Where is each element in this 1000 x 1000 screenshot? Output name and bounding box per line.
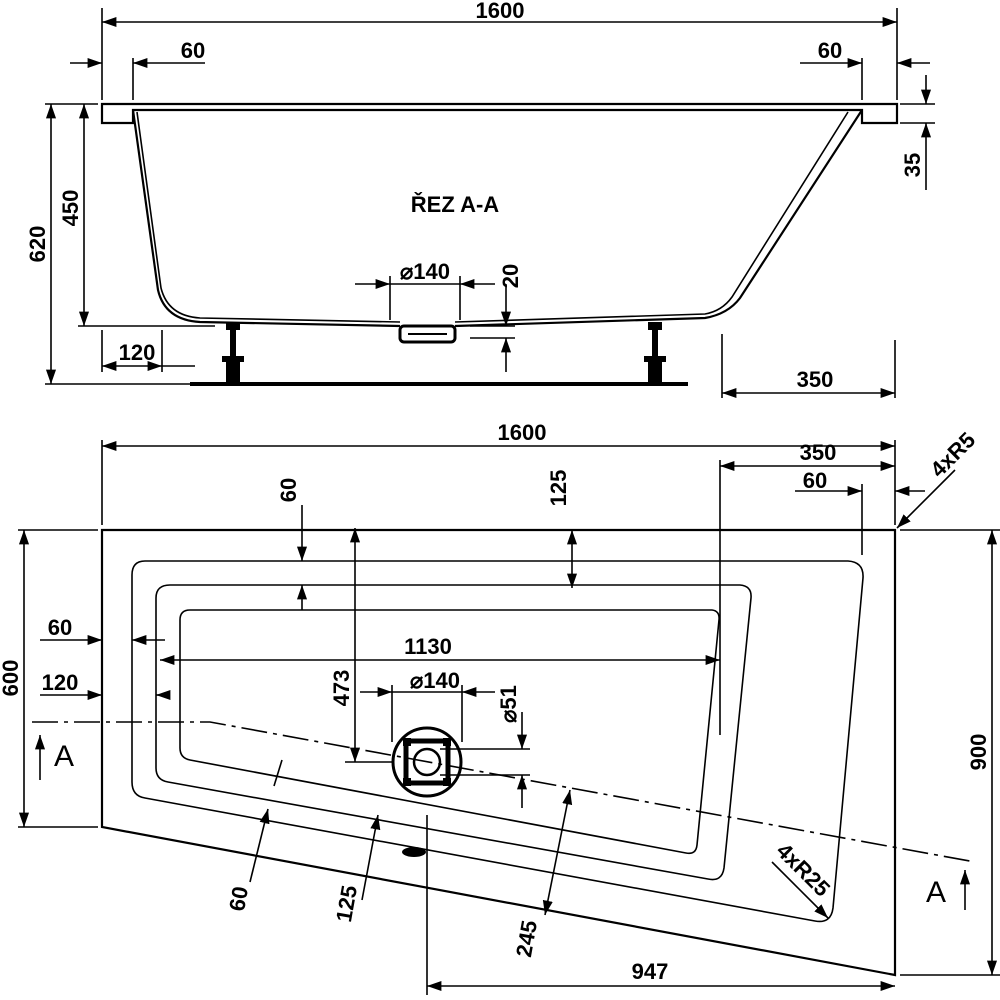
section-title: ŘEZ A-A <box>411 192 500 217</box>
section-line <box>32 721 976 863</box>
plan-top-inner-label: 125 <box>546 470 571 507</box>
plan-overflow-diameter-label: ⌀51 <box>496 685 521 723</box>
plan-waste-diameter-label: ⌀140 <box>410 668 460 693</box>
overflow-slot <box>402 847 426 857</box>
rim-inner-line <box>131 560 864 923</box>
section-rim-left-label: 60 <box>181 38 205 63</box>
plan-inner-length-label: 1130 <box>404 634 452 659</box>
waste-trap <box>398 324 457 344</box>
section-leg-offset-label: 120 <box>119 340 156 365</box>
basin-outer <box>155 584 752 881</box>
tub-rim <box>100 102 899 125</box>
plan-height-left-label: 600 <box>0 660 23 697</box>
plan-top-rim-label: 60 <box>276 478 301 502</box>
plan-bottom-inner-label: 125 <box>331 883 362 924</box>
section-rim-thickness-label: 35 <box>900 153 925 177</box>
tub-shell-inner <box>136 111 849 323</box>
plan-left-inner-label: 120 <box>42 670 79 695</box>
section-rim-right-label: 60 <box>818 38 842 63</box>
plan-waste-distance-label: 473 <box>329 670 354 707</box>
section-inner-depth-label: 450 <box>58 190 83 227</box>
section-leg-right-label: 350 <box>797 367 834 392</box>
plan-right-rim-label: 60 <box>803 468 827 493</box>
plan-right-end-label: 350 <box>800 440 837 465</box>
left-foot <box>222 322 244 382</box>
section-view: 1600 60 60 35 620 450 120 <box>25 0 935 399</box>
plan-bottom-rim-label: 60 <box>224 884 253 912</box>
plan-corner-radius-outer-label: 4xR5 <box>925 427 980 482</box>
section-waste-diameter-label: ⌀140 <box>400 259 450 284</box>
tub-outline <box>100 528 897 977</box>
plan-height-right-label: 900 <box>966 734 991 771</box>
section-marker-right: A <box>926 876 946 909</box>
plan-corner-radius-inner-label: 4xR25 <box>772 838 836 902</box>
plan-view: A A 1600 350 60 4xR5 60 125 60 <box>0 420 1000 995</box>
section-waste-drop-label: 20 <box>498 264 523 288</box>
plan-bottom-deep-label: 245 <box>511 918 542 959</box>
plan-bottom-length-label: 947 <box>632 959 669 984</box>
basin-floor <box>179 609 720 855</box>
section-total-height-label: 620 <box>25 226 50 263</box>
plan-length-label: 1600 <box>498 420 547 445</box>
tub-shell-outer <box>131 109 863 328</box>
right-foot <box>644 322 666 382</box>
plan-left-rim-label: 60 <box>48 615 72 640</box>
section-length-label: 1600 <box>476 0 525 23</box>
section-marker-left: A <box>54 740 74 773</box>
